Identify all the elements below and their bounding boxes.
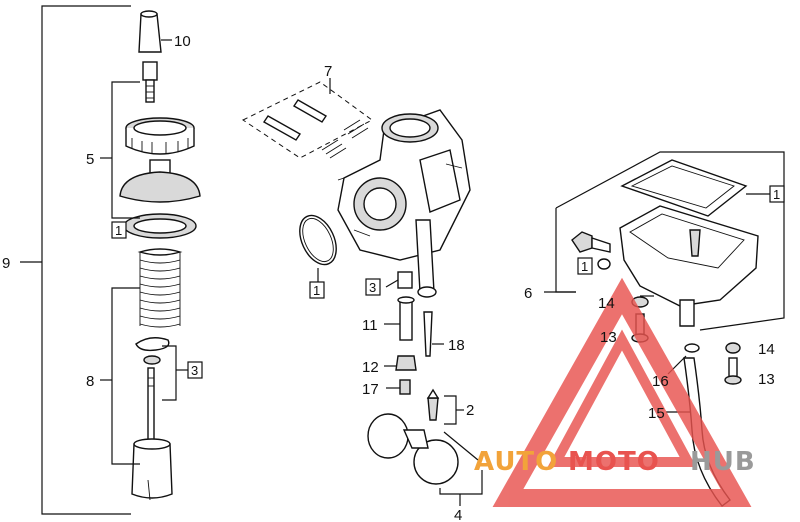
part-diaphragm-cap [119, 159, 201, 203]
part-adjuster-screw [142, 61, 158, 103]
callout-2: 2 [466, 402, 474, 419]
part-cable-cap [138, 10, 172, 53]
part-float [367, 413, 479, 485]
part-spring [137, 248, 183, 328]
watermark-triangle-inner [547, 329, 697, 467]
part-float-bowl [619, 205, 759, 327]
callout-18: 18 [448, 337, 465, 354]
bracket-4 [439, 470, 483, 506]
part-bowl-gasket [620, 159, 770, 217]
bracket-9 [20, 5, 131, 515]
part-o-ring-gasket [299, 214, 337, 282]
callout-6: 6 [524, 285, 532, 302]
boxed-ref-3-left: 3 [187, 361, 203, 379]
callout-4: 4 [454, 507, 462, 522]
callout-11: 11 [362, 317, 378, 334]
callout-10: 10 [174, 33, 191, 50]
part-main-jet [384, 355, 417, 371]
part-needle-jet [384, 296, 415, 341]
watermark-text-hub: HUB [690, 447, 756, 477]
watermark-text-moto: MOTO [568, 447, 660, 477]
part-pilot-screw [423, 311, 444, 357]
callout-9: 9 [2, 255, 10, 272]
part-drain-bolt [571, 231, 611, 253]
watermark-text: AUTO MOTO HUB [474, 447, 756, 477]
callout-13b: 13 [758, 371, 775, 388]
callout-7: 7 [324, 63, 332, 80]
callout-17: 17 [362, 381, 379, 398]
callout-8: 8 [86, 373, 94, 390]
part-screw-13b [724, 357, 742, 385]
boxed-ref-1-washer: 1 [577, 257, 593, 275]
part-drain-washer [597, 258, 611, 270]
part-o-ring-small [385, 271, 413, 289]
boxed-ref-1-middle: 1 [309, 281, 325, 299]
part-slow-jet [386, 379, 411, 395]
bracket-5 [100, 81, 140, 219]
svg-text:3: 3 [191, 363, 198, 378]
bracket-7-kit [242, 78, 373, 159]
part-throttle-slide [131, 438, 173, 501]
bracket-8 [100, 287, 140, 465]
part-washer-14b [725, 342, 741, 354]
svg-text:1: 1 [773, 187, 780, 202]
svg-text:1: 1 [313, 283, 320, 298]
watermark-triangle-outer [492, 277, 752, 507]
part-needle-clip [135, 337, 170, 365]
callout-5: 5 [86, 151, 94, 168]
boxed-ref-3-middle: 3 [365, 278, 381, 296]
svg-text:1: 1 [581, 259, 588, 274]
bracket-6 [544, 151, 785, 331]
callout-12: 12 [362, 359, 379, 376]
watermark-text-auto: AUTO [474, 447, 558, 477]
callout-16: 16 [652, 373, 669, 390]
part-float-valve [426, 388, 440, 421]
svg-text:1: 1 [115, 223, 122, 238]
part-top-nut [125, 117, 195, 155]
part-jet-needle [147, 367, 155, 445]
callout-14b: 14 [758, 341, 775, 358]
boxed-ref-1-left: 1 [111, 221, 127, 239]
bracket-3-left [162, 345, 188, 401]
callout-13a: 13 [600, 329, 617, 346]
callout-14a: 14 [598, 295, 615, 312]
bracket-2 [444, 395, 464, 425]
boxed-ref-1-gasket: 1 [769, 185, 785, 203]
callout-15: 15 [648, 405, 665, 422]
svg-text:3: 3 [369, 280, 376, 295]
watermark-logo [492, 277, 752, 507]
part-carburetor-body [337, 109, 471, 298]
